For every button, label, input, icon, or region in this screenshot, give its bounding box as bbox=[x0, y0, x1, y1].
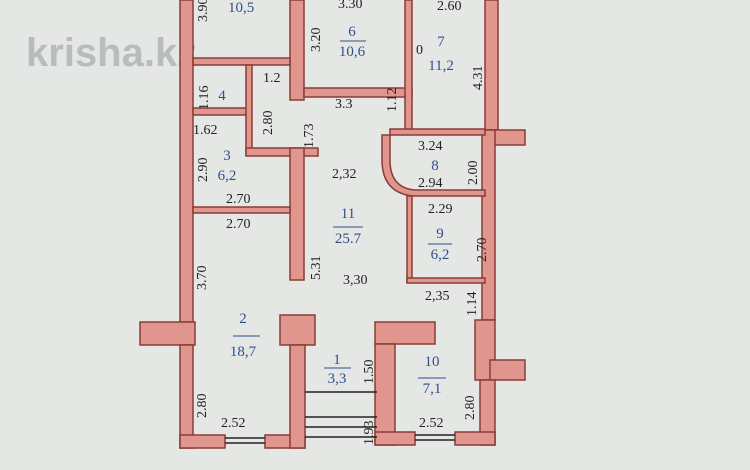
dimension-label: 2.80 bbox=[261, 111, 276, 136]
dimension-label: 3.24 bbox=[418, 139, 443, 154]
stairs bbox=[225, 391, 455, 444]
dimension-label: 0 bbox=[416, 43, 423, 58]
dimension-label: 3.30 bbox=[338, 0, 363, 12]
dimension-label: 1.73 bbox=[302, 124, 317, 149]
dimension-label: 1.50 bbox=[362, 360, 377, 385]
dimension-label: 2.80 bbox=[195, 394, 210, 419]
dimension-label: 2.80 bbox=[463, 396, 478, 421]
dimension-label: 5.31 bbox=[309, 256, 324, 281]
walls bbox=[139, 0, 526, 449]
room-5-area: 10,5 bbox=[228, 0, 254, 16]
dimension-label: 2.52 bbox=[419, 416, 444, 431]
dimension-label: 1.16 bbox=[197, 86, 212, 111]
dimension-label: 2,32 bbox=[332, 167, 357, 182]
dimension-label: 1.2 bbox=[263, 71, 281, 86]
room-1-number: 1 bbox=[333, 352, 341, 368]
dimension-label: 4.31 bbox=[471, 66, 486, 91]
dimension-label: 2.29 bbox=[428, 202, 453, 217]
room-9-number: 9 bbox=[436, 226, 444, 242]
room-labels: 10,5 6 10,6 7 11,2 4 3 6,2 8 11 25.7 9 6… bbox=[218, 0, 454, 397]
dimension-label: 2.60 bbox=[437, 0, 462, 14]
room-11-number: 11 bbox=[341, 206, 355, 222]
room-3-number: 3 bbox=[223, 148, 231, 164]
dimension-label: 2.94 bbox=[418, 176, 443, 191]
room-1-area: 3,3 bbox=[328, 371, 347, 387]
room-3-area: 6,2 bbox=[218, 168, 237, 184]
dimension-label: 2.70 bbox=[475, 238, 490, 263]
dimension-label: 1.93 bbox=[362, 421, 377, 446]
room-7-number: 7 bbox=[437, 34, 445, 50]
dimension-label: 2.00 bbox=[466, 161, 481, 186]
room-2-number: 2 bbox=[239, 311, 247, 327]
dimension-label: 3.20 bbox=[309, 28, 324, 53]
room-10-number: 10 bbox=[425, 354, 440, 370]
dimension-label: 1.62 bbox=[193, 123, 218, 138]
dimension-label: 3.70 bbox=[195, 266, 210, 291]
dimension-label: 2.52 bbox=[221, 416, 246, 431]
room-2-area: 18,7 bbox=[230, 344, 257, 360]
dimension-label: 1.12 bbox=[385, 88, 400, 113]
dimension-labels: 3.90 3.30 2.60 3.20 0 4.31 1.2 1.16 2.80… bbox=[193, 0, 490, 445]
room-11-area: 25.7 bbox=[335, 231, 362, 247]
room-10-area: 7,1 bbox=[423, 381, 442, 397]
dimension-label: 3.3 bbox=[335, 97, 353, 112]
room-7-area: 11,2 bbox=[428, 58, 454, 74]
dimension-label: 2.90 bbox=[196, 158, 211, 183]
dimension-label: 2.70 bbox=[226, 217, 251, 232]
dimension-label: 2,35 bbox=[425, 289, 450, 304]
room-6-area: 10,6 bbox=[339, 44, 366, 60]
dimension-label: 2.70 bbox=[226, 192, 251, 207]
dimension-label: 1.14 bbox=[465, 292, 480, 317]
room-8-number: 8 bbox=[431, 158, 439, 174]
dimension-label: 3,30 bbox=[343, 273, 368, 288]
room-6-number: 6 bbox=[348, 24, 356, 40]
room-4-number: 4 bbox=[218, 88, 226, 104]
watermark-logo: krisha.kz bbox=[26, 31, 197, 75]
room-9-area: 6,2 bbox=[431, 247, 450, 263]
dimension-label: 3.90 bbox=[196, 0, 211, 22]
